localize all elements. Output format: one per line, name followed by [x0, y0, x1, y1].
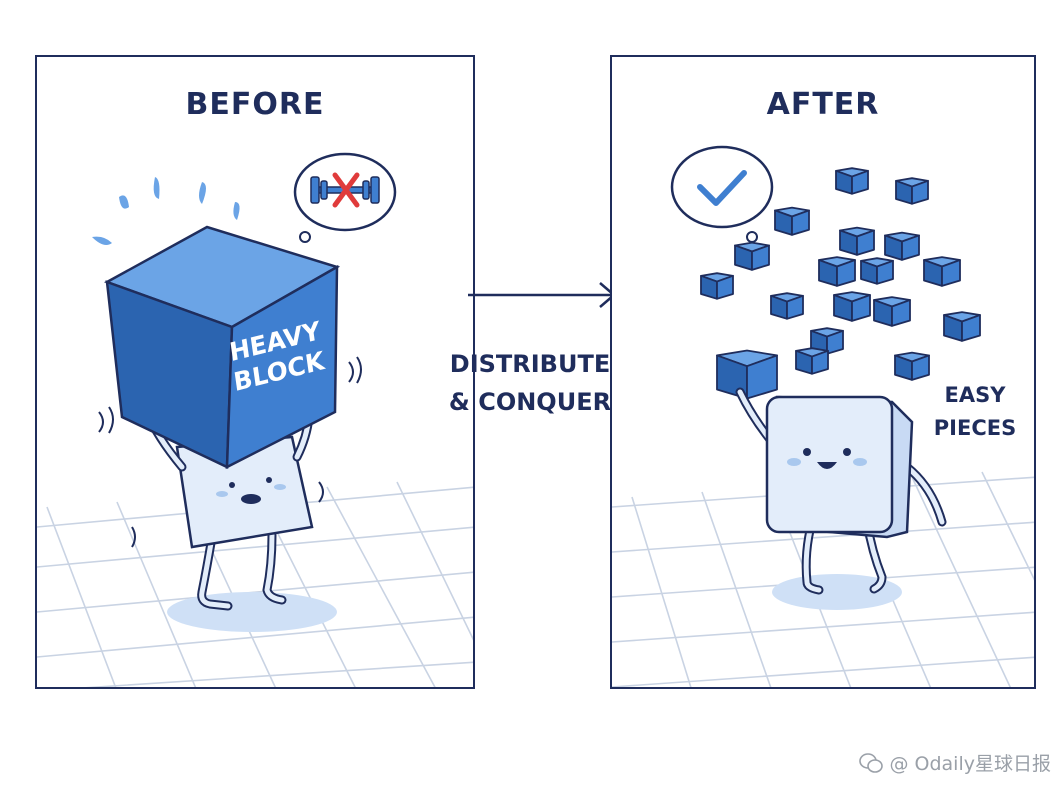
small-cube	[770, 292, 804, 320]
small-cube	[795, 347, 829, 375]
distribute-label: DISTRIBUTE	[449, 350, 611, 378]
easy-pieces-cubes	[700, 167, 981, 400]
small-cube	[839, 226, 875, 256]
small-cube	[923, 256, 961, 287]
before-scene	[37, 152, 473, 687]
small-cube	[716, 349, 778, 400]
struggling-robot	[98, 356, 362, 611]
easy-label: EASY	[944, 383, 1006, 407]
thought-bubble-dumbbell	[293, 152, 397, 243]
watermark-text: @ Odaily星球日报	[889, 753, 1051, 775]
robot-shadow	[167, 592, 337, 632]
small-cube	[873, 296, 911, 327]
small-cube	[894, 351, 930, 381]
small-cube	[860, 257, 894, 285]
small-cube	[895, 177, 929, 205]
small-cube	[833, 291, 871, 322]
wechat-logo-icon	[859, 752, 884, 773]
conquer-label: & CONQUER	[448, 388, 612, 416]
small-cube	[943, 311, 981, 342]
watermark: @ Odaily星球日报	[859, 749, 1051, 776]
pieces-label: PIECES	[933, 416, 1017, 440]
small-cube	[818, 256, 856, 287]
thought-bubble-check	[670, 145, 774, 243]
happy-robot	[735, 387, 947, 595]
before-title: BEFORE	[185, 87, 325, 122]
after-scene	[612, 145, 1034, 687]
checkmark-icon	[697, 170, 747, 206]
heavy-block	[103, 225, 341, 470]
small-cube	[774, 206, 810, 236]
small-cube	[734, 241, 770, 271]
after-title: AFTER	[766, 87, 880, 122]
before-panel: BEFORE	[35, 55, 475, 689]
cross-icon	[332, 172, 360, 208]
transition-area: DISTRIBUTE & CONQUER	[440, 270, 640, 430]
small-cube	[700, 272, 734, 300]
small-cube	[835, 167, 869, 195]
distribute-conquer-label: DISTRIBUTE & CONQUER	[440, 345, 620, 421]
after-panel: AFTER	[610, 55, 1036, 689]
small-cube	[810, 327, 844, 355]
small-cube	[884, 231, 920, 261]
sweat-drops-icon	[92, 177, 240, 245]
easy-pieces-label: EASY PIECES	[930, 379, 1020, 445]
